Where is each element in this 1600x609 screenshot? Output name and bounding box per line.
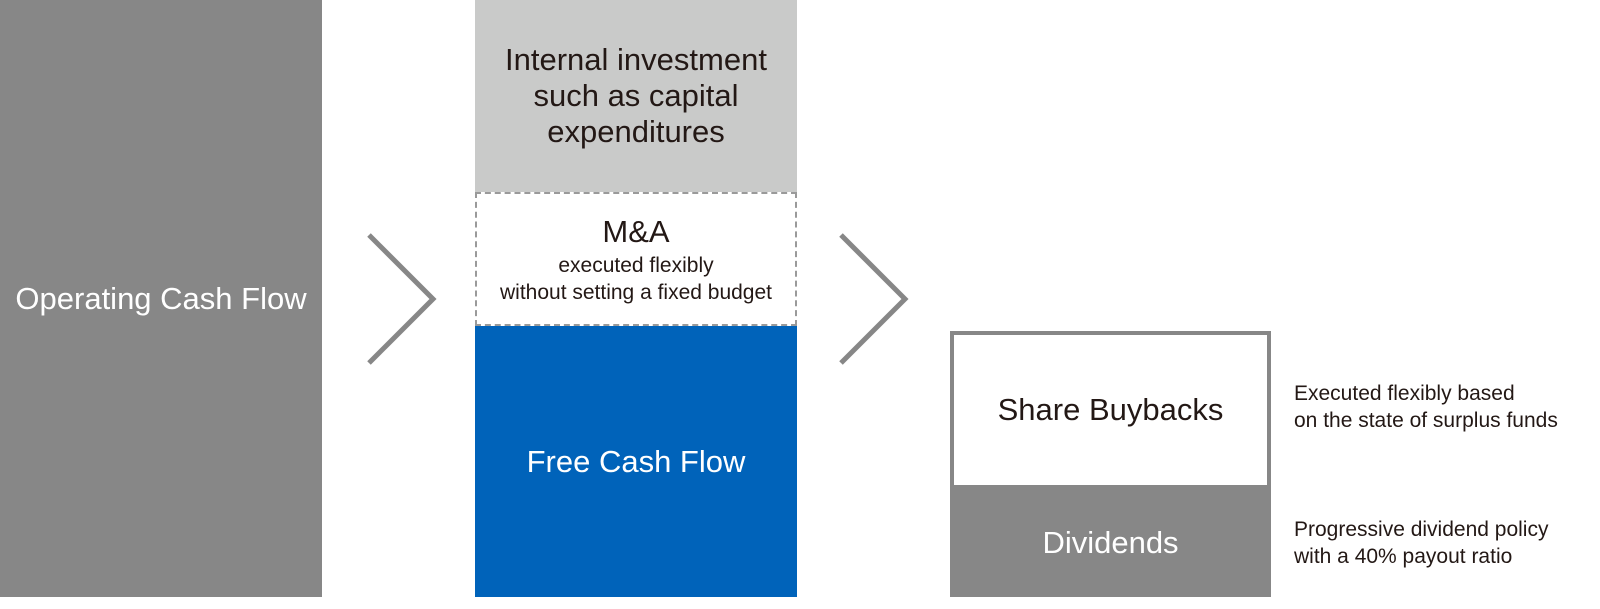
free-cash-flow-label: Free Cash Flow	[526, 443, 746, 479]
internal-investment-line-3: expenditures	[547, 114, 725, 149]
share-buybacks-note-line-1: Executed flexibly based	[1294, 382, 1515, 405]
ma-title: M&A	[602, 214, 670, 249]
share-buybacks-box: Share Buybacks	[950, 331, 1271, 489]
dividends-box: Dividends	[950, 489, 1271, 597]
ma-description-line-2: without setting a fixed budget	[499, 281, 772, 304]
share-buybacks-note: Executed flexibly based on the state of …	[1294, 380, 1558, 434]
operating-cash-flow-box: Operating Cash Flow	[0, 0, 322, 597]
internal-investment-box: Internal investment such as capital expe…	[475, 0, 797, 192]
dividends-label: Dividends	[1042, 525, 1179, 560]
ma-box: M&A executed flexibly without setting a …	[475, 192, 797, 326]
ma-description-line-1: executed flexibly	[558, 254, 714, 277]
chevron-right-icon	[839, 233, 909, 365]
chevron-right-icon	[367, 233, 437, 365]
ma-description: executed flexibly without setting a fixe…	[500, 252, 772, 306]
internal-investment-line-2: such as capital	[533, 78, 739, 113]
dividends-note-line-1: Progressive dividend policy	[1294, 518, 1549, 541]
internal-investment-line-1: Internal investment	[505, 42, 767, 77]
dividends-note: Progressive dividend policy with a 40% p…	[1294, 516, 1548, 570]
operating-cash-flow-label: Operating Cash Flow	[15, 280, 307, 316]
share-buybacks-label: Share Buybacks	[997, 392, 1224, 427]
free-cash-flow-box: Free Cash Flow	[475, 326, 797, 597]
dividends-note-line-2: with a 40% payout ratio	[1294, 545, 1513, 568]
share-buybacks-note-line-2: on the state of surplus funds	[1294, 409, 1558, 432]
